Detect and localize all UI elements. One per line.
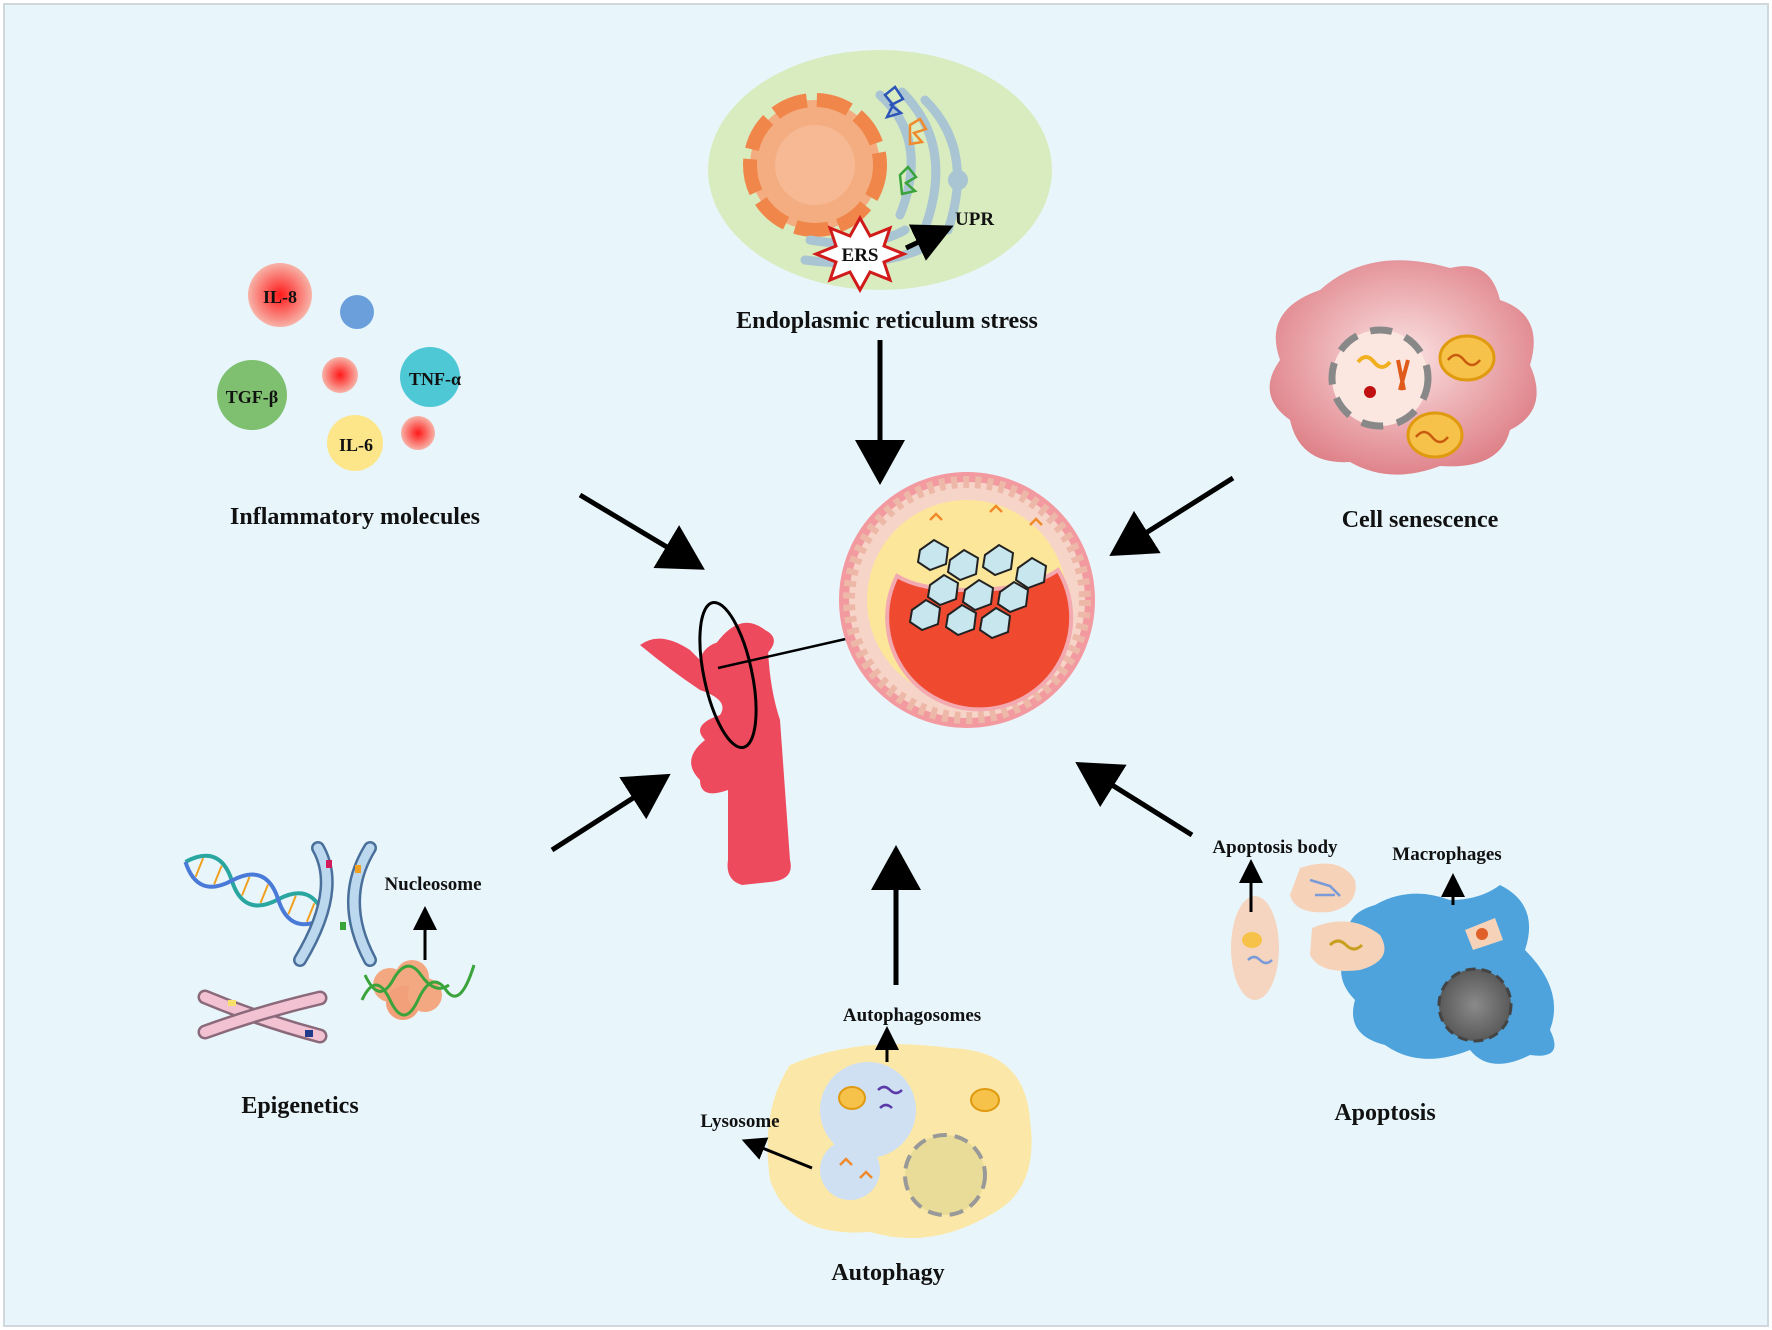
mitochondrion-icon xyxy=(1406,411,1464,459)
blue-molecule-icon xyxy=(340,295,374,329)
lysosome-label: Lysosome xyxy=(700,1111,779,1132)
senescence-arrow xyxy=(1109,475,1235,557)
lysosomal-enzymes xyxy=(839,1157,873,1179)
dna-helix-strand-b xyxy=(183,861,326,927)
red-molecule-small-icon xyxy=(401,416,435,450)
calcification-deposits xyxy=(908,538,1048,640)
er-vesicle xyxy=(948,170,968,190)
phagocytosed-organelle-icon xyxy=(1476,928,1488,940)
chromosome-pink-icon xyxy=(197,989,328,1044)
cross-section-ring xyxy=(698,600,758,750)
ers-title: Endoplasmic reticulum stress xyxy=(736,308,1038,334)
senescence-module: Cell senescence xyxy=(1269,260,1537,533)
autophagy-title: Autophagy xyxy=(831,1260,944,1286)
macrophage-nucleus xyxy=(1437,967,1513,1043)
misfolded-protein-orange xyxy=(908,117,928,146)
engulfed-protein-icon xyxy=(877,1085,903,1109)
epigenetics-module: Nucleosome Epigenetics xyxy=(183,841,482,1119)
apoptosis-module: Apoptosis body Macrophages Apoptosis xyxy=(1212,837,1555,1126)
red-molecule-icon xyxy=(322,357,358,393)
apoptotic-fragment-icon xyxy=(1247,955,1273,965)
il8-molecule xyxy=(248,263,312,327)
inflammation-module: IL-8 TGF-β TNF-α IL-6 Inflammatory molec… xyxy=(217,263,480,530)
aorta-shape xyxy=(640,637,791,885)
inflammation-arrow xyxy=(578,492,705,570)
misfolded-protein-blue xyxy=(883,85,905,119)
misfolded-protein-green xyxy=(898,165,918,196)
lysosome-arrow xyxy=(741,1137,813,1170)
il6-label: IL-6 xyxy=(339,435,373,455)
engulfed-mitochondrion-icon xyxy=(838,1086,866,1110)
epigenetics-arrow xyxy=(550,773,671,853)
autophagy-module: Autophagosomes Lysosome Autophagy xyxy=(700,1005,1032,1286)
autophagosome-vesicle xyxy=(820,1062,916,1158)
mitochondrion-crista xyxy=(1447,353,1481,367)
mitochondrion-icon xyxy=(1438,334,1496,382)
apoptotic-body-2 xyxy=(1290,863,1356,913)
tnfa-label: TNF-α xyxy=(409,369,461,389)
upr-label: UPR xyxy=(955,209,994,230)
inflammation-title: Inflammatory molecules xyxy=(230,504,480,530)
chromosome-x-icon xyxy=(1396,359,1410,391)
dna-damage-dot xyxy=(1364,386,1376,398)
senescence-title: Cell senescence xyxy=(1342,507,1499,533)
tnfa-molecule xyxy=(400,347,460,407)
ers-label: ERS xyxy=(842,245,879,266)
autophagosomes-label: Autophagosomes xyxy=(843,1005,981,1026)
pathway-arrows xyxy=(550,340,1235,985)
chromatin-yellow xyxy=(1356,355,1392,369)
apoptotic-mitochondrion-icon xyxy=(1242,932,1262,948)
cross-section-link-line xyxy=(717,636,851,670)
ers-starburst xyxy=(811,214,909,294)
nucleosome-icon xyxy=(360,960,476,1020)
apoptotic-body-1 xyxy=(1231,896,1279,1000)
apoptotic-er-fragment xyxy=(1309,878,1341,897)
dna-helix-strand-a xyxy=(184,853,327,919)
epigenetics-title: Epigenetics xyxy=(241,1093,358,1119)
il8-label: IL-8 xyxy=(263,287,297,307)
ers-module: ERS UPR Endoplasmic reticulum stress xyxy=(708,50,1052,334)
chromosome-blue-icon xyxy=(293,841,377,967)
lysosome-vesicle xyxy=(820,1140,880,1200)
macrophages-label: Macrophages xyxy=(1392,844,1501,865)
apoptotic-fragment-yellow xyxy=(1328,939,1364,951)
il6-molecule xyxy=(327,415,383,471)
mitochondrion-crista xyxy=(1415,430,1449,444)
ers-nucleolus xyxy=(775,125,855,205)
lipid-crystals xyxy=(929,504,1043,526)
senescent-nucleus xyxy=(1328,326,1432,430)
vessel-fibers xyxy=(843,476,1091,724)
vessel-cross-section xyxy=(839,472,1095,728)
dna-base-pairs xyxy=(194,857,316,923)
apoptosis-title: Apoptosis xyxy=(1334,1100,1435,1126)
nucleosome-label: Nucleosome xyxy=(384,874,481,895)
tgfb-molecule xyxy=(217,360,287,430)
autophagy-nucleus xyxy=(903,1133,987,1217)
tgfb-label: TGF-β xyxy=(226,387,278,407)
mitochondrion-icon xyxy=(970,1088,1000,1112)
ers-to-upr-arrow xyxy=(904,224,954,261)
apoptosis-arrow xyxy=(1075,762,1194,838)
apoptosis-body-label: Apoptosis body xyxy=(1212,837,1338,858)
aorta-module xyxy=(640,600,851,885)
macrophage-cell-body xyxy=(1341,885,1555,1064)
